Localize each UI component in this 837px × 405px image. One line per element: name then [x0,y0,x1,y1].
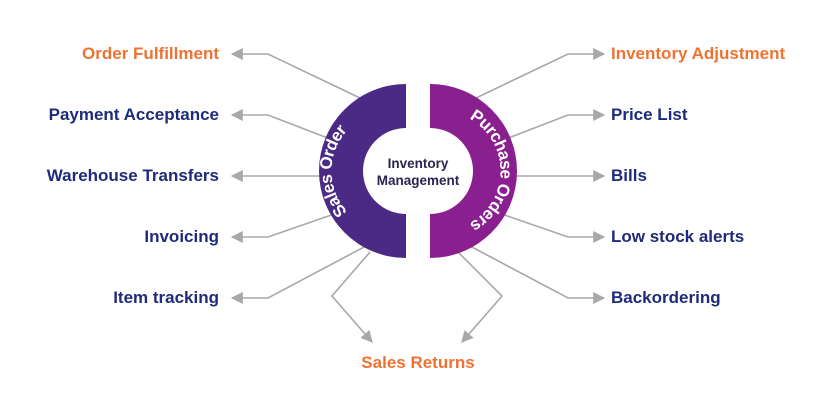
sales-order-ring [319,84,406,258]
right-item-label: Price List [611,105,688,124]
left-item-label: Warehouse Transfers [46,166,219,185]
center-title-line2: Management [376,173,460,188]
left-item-label: Payment Acceptance [48,105,219,124]
right-item-backordering: Backordering [611,288,721,308]
connector-lines [230,48,606,343]
connector-left-4 [230,245,367,304]
connector-bottom-right [457,251,504,343]
left-item-invoicing: Invoicing [144,227,219,247]
right-item-label: Inventory Adjustment [611,44,786,63]
purchase-orders-ring [430,84,517,258]
connector-left-3 [230,211,341,243]
connector-left-1 [230,109,339,143]
right-item-bills: Bills [611,166,647,186]
connector-left-0 [230,48,361,99]
bottom-item-sales-returns: Sales Returns [318,353,518,373]
connector-right-4 [469,245,606,304]
left-item-label: Order Fulfillment [82,44,219,63]
left-item-order-fulfillment: Order Fulfillment [82,44,219,64]
left-item-label: Invoicing [144,227,219,246]
connector-right-3 [495,211,606,243]
left-item-label: Item tracking [113,288,219,307]
bottom-item-label: Sales Returns [361,353,475,372]
left-item-item-tracking: Item tracking [113,288,219,308]
right-item-label: Bills [611,166,647,185]
right-item-price-list: Price List [611,105,688,125]
right-item-label: Backordering [611,288,721,307]
connector-bottom-left [330,251,373,343]
right-item-label: Low stock alerts [611,227,745,246]
center-title: Inventory Management [352,155,484,189]
left-item-warehouse-transfers: Warehouse Transfers [47,166,219,186]
right-item-low-stock-alerts: Low stock alerts [611,227,744,247]
center-title-line1: Inventory [387,156,449,171]
left-item-payment-acceptance: Payment Acceptance [49,105,219,125]
right-item-inventory-adjustment: Inventory Adjustment [611,44,785,64]
connector-right-1 [497,109,606,143]
connector-right-0 [475,48,606,99]
